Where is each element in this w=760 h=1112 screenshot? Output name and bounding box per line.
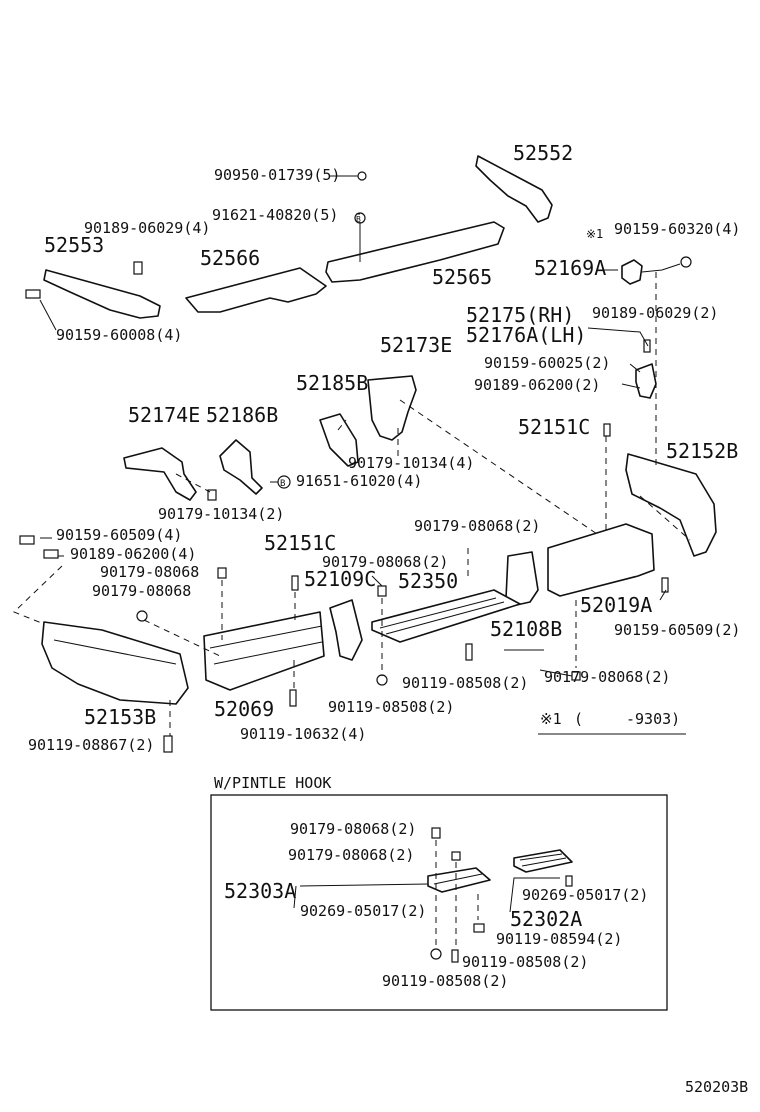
label-k90119-08508-a: 90119-08508(2) (462, 953, 588, 971)
part-52302A (513, 849, 573, 873)
bolt-icon (217, 567, 227, 579)
bolt-icon (465, 643, 473, 661)
label-90189-06200-a: 90189-06200(2) (474, 376, 600, 394)
label-k90269-05017-a: 90269-05017(2) (300, 902, 426, 920)
part-52109C (329, 599, 363, 661)
part-52553 (43, 269, 161, 319)
bolt-icon (603, 423, 611, 437)
label-90189-06200-b: 90189-06200(4) (70, 545, 196, 563)
label-90119-10632: 90119-10632(4) (240, 725, 366, 743)
bolt-icon (430, 948, 442, 960)
part-52169A (621, 259, 643, 285)
label-52566: 52566 (200, 246, 260, 270)
label-52553: 52553 (44, 233, 104, 257)
bolt-icon (565, 875, 573, 887)
label-52565: 52565 (432, 265, 492, 289)
label-90119-08508-a: 90119-08508(2) (402, 674, 528, 692)
part-52185B (319, 413, 359, 467)
part-52152B (625, 453, 717, 557)
pintle-hook-title: W/PINTLE HOOK (214, 774, 331, 792)
label-k90179-08068-b: 90179-08068(2) (288, 846, 414, 864)
part-52552 (475, 155, 553, 223)
svg-text:B: B (280, 479, 285, 489)
part-52186B (219, 439, 263, 495)
pintle-hook-box (210, 794, 668, 1011)
label-52186B: 52186B (206, 403, 278, 427)
label-note-mark: ※1 (586, 227, 603, 241)
label-52151C-b: 52151C (264, 531, 336, 555)
label-k90269-05017-b: 90269-05017(2) (522, 886, 648, 904)
bolt-icon (451, 949, 459, 963)
label-52108B: 52108B (490, 617, 562, 641)
part-52565 (325, 221, 505, 283)
label-90179-08068-c: 90179-08068 (92, 582, 191, 600)
label-52169A: 52169A (534, 256, 606, 280)
label-90119-08867: 90119-08867(2) (28, 736, 154, 754)
bolt-icon (473, 923, 485, 933)
bolt-icon (680, 256, 692, 268)
label-90159-60320: 90159-60320(4) (614, 220, 740, 238)
label-52552: 52552 (513, 141, 573, 165)
label-90189-06029-b: 90189-06029(2) (592, 304, 718, 322)
label-52069: 52069 (214, 697, 274, 721)
label-90159-60509-b: 90159-60509(2) (614, 621, 740, 639)
bolt-icon (289, 689, 297, 707)
part-52174E (123, 447, 197, 501)
label-52152B: 52152B (666, 439, 738, 463)
label-90179-08068-d: 90179-08068(2) (322, 553, 448, 571)
label-91621-40820: 91621-40820(5) (212, 206, 338, 224)
part-52173E (367, 375, 417, 441)
bolt-icon (207, 489, 217, 501)
label-90159-60025: 90159-60025(2) (484, 354, 610, 372)
label-90179-08068-e: 90179-08068(2) (544, 668, 670, 686)
part-52019A (547, 523, 655, 597)
label-90179-08068-b: 90179-08068 (100, 563, 199, 581)
label-52019A: 52019A (580, 593, 652, 617)
label-52303A: 52303A (224, 879, 296, 903)
label-90179-10134-a: 90179-10134(4) (348, 454, 474, 472)
label-52174E: 52174E (128, 403, 200, 427)
footnote-mark: ※1 (540, 710, 562, 728)
part-52350 (371, 589, 521, 643)
part-52153B (41, 621, 189, 705)
label-90950-01739: 90950-01739(5) (214, 166, 340, 184)
svg-text:B: B (356, 215, 361, 224)
bolt-icon (291, 575, 299, 591)
label-90159-60509-a: 90159-60509(4) (56, 526, 182, 544)
label-90179-08068-a: 90179-08068(2) (414, 517, 540, 535)
label-k90119-08594: 90119-08594(2) (496, 930, 622, 948)
label-52151C-a: 52151C (518, 415, 590, 439)
label-52175: 52175(RH) (466, 303, 574, 327)
bolt-icon (43, 549, 59, 559)
label-52350: 52350 (398, 569, 458, 593)
label-91651-61020: 91651-61020(4) (296, 472, 422, 490)
bolt-icon (136, 610, 148, 622)
label-90159-60008: 90159-60008(4) (56, 326, 182, 344)
footnote-date: -9303) (626, 710, 680, 728)
bolt-icon (431, 827, 441, 839)
label-52173E: 52173E (380, 333, 452, 357)
part-52566 (185, 267, 327, 313)
label-k90119-08508-b: 90119-08508(2) (382, 972, 508, 990)
label-52153B: 52153B (84, 705, 156, 729)
label-52109C: 52109C (304, 567, 376, 591)
bolt-icon (19, 535, 35, 545)
bolt-icon (163, 735, 173, 753)
label-52176A: 52176A(LH) (466, 323, 586, 347)
label-90189-06029-a: 90189-06029(4) (84, 219, 210, 237)
bolt-icon (451, 851, 461, 861)
label-90179-10134-b: 90179-10134(2) (158, 505, 284, 523)
bolt-icon (643, 339, 651, 353)
label-52185B: 52185B (296, 371, 368, 395)
label-k90179-08068-a: 90179-08068(2) (290, 820, 416, 838)
bolt-icon (133, 261, 143, 275)
label-90119-08508-b: 90119-08508(2) (328, 698, 454, 716)
document-code: 520203B (685, 1078, 748, 1096)
part-52175 (635, 363, 657, 399)
label-52302A: 52302A (510, 907, 582, 931)
footnote-open: ( (574, 710, 583, 728)
bolt-icon (25, 289, 41, 299)
